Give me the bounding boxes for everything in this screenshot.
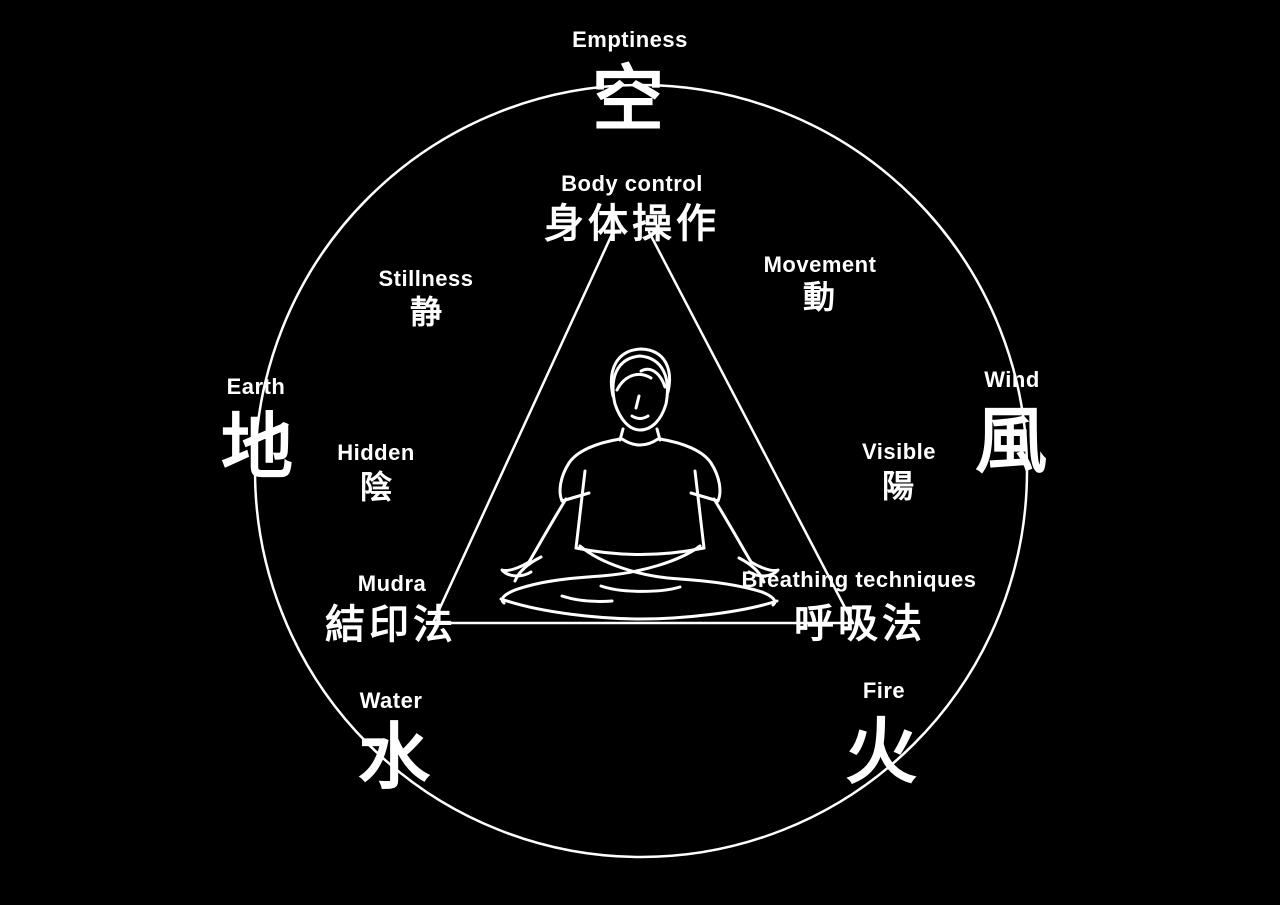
kanji-wind: 風 — [974, 399, 1048, 483]
label-movement: Movement — [763, 252, 877, 277]
kanji-breathing-techniques: 呼吸法 — [794, 601, 926, 647]
label-stillness: Stillness — [378, 266, 474, 291]
label-emptiness: Emptiness — [572, 27, 688, 52]
label-fire: Fire — [862, 678, 906, 703]
kanji-water: 水 — [357, 715, 431, 799]
elements-circle — [253, 83, 1029, 859]
label-breathing-techniques: Breathing techniques — [741, 567, 977, 592]
triangle-lines — [431, 230, 855, 625]
kanji-movement: 動 — [802, 278, 836, 316]
label-mudra: Mudra — [357, 571, 427, 596]
kanji-fire: 火 — [844, 710, 918, 794]
label-hidden: Hidden — [337, 440, 415, 465]
kanji-emptiness: 空 — [591, 57, 665, 141]
label-wind: Wind — [984, 367, 1040, 392]
kanji-stillness: 静 — [409, 293, 443, 331]
label-body-control: Body control — [561, 171, 703, 196]
kanji-earth: 地 — [220, 405, 294, 489]
kanji-mudra: 結印法 — [325, 602, 457, 648]
label-earth: Earth — [226, 374, 286, 399]
kanji-body-control: 身体操作 — [544, 201, 720, 247]
meditating-person-icon — [499, 347, 780, 621]
label-visible: Visible — [861, 439, 937, 464]
kanji-visible: 陽 — [881, 467, 915, 505]
kanji-hidden: 陰 — [359, 468, 393, 506]
label-water: Water — [359, 688, 423, 713]
